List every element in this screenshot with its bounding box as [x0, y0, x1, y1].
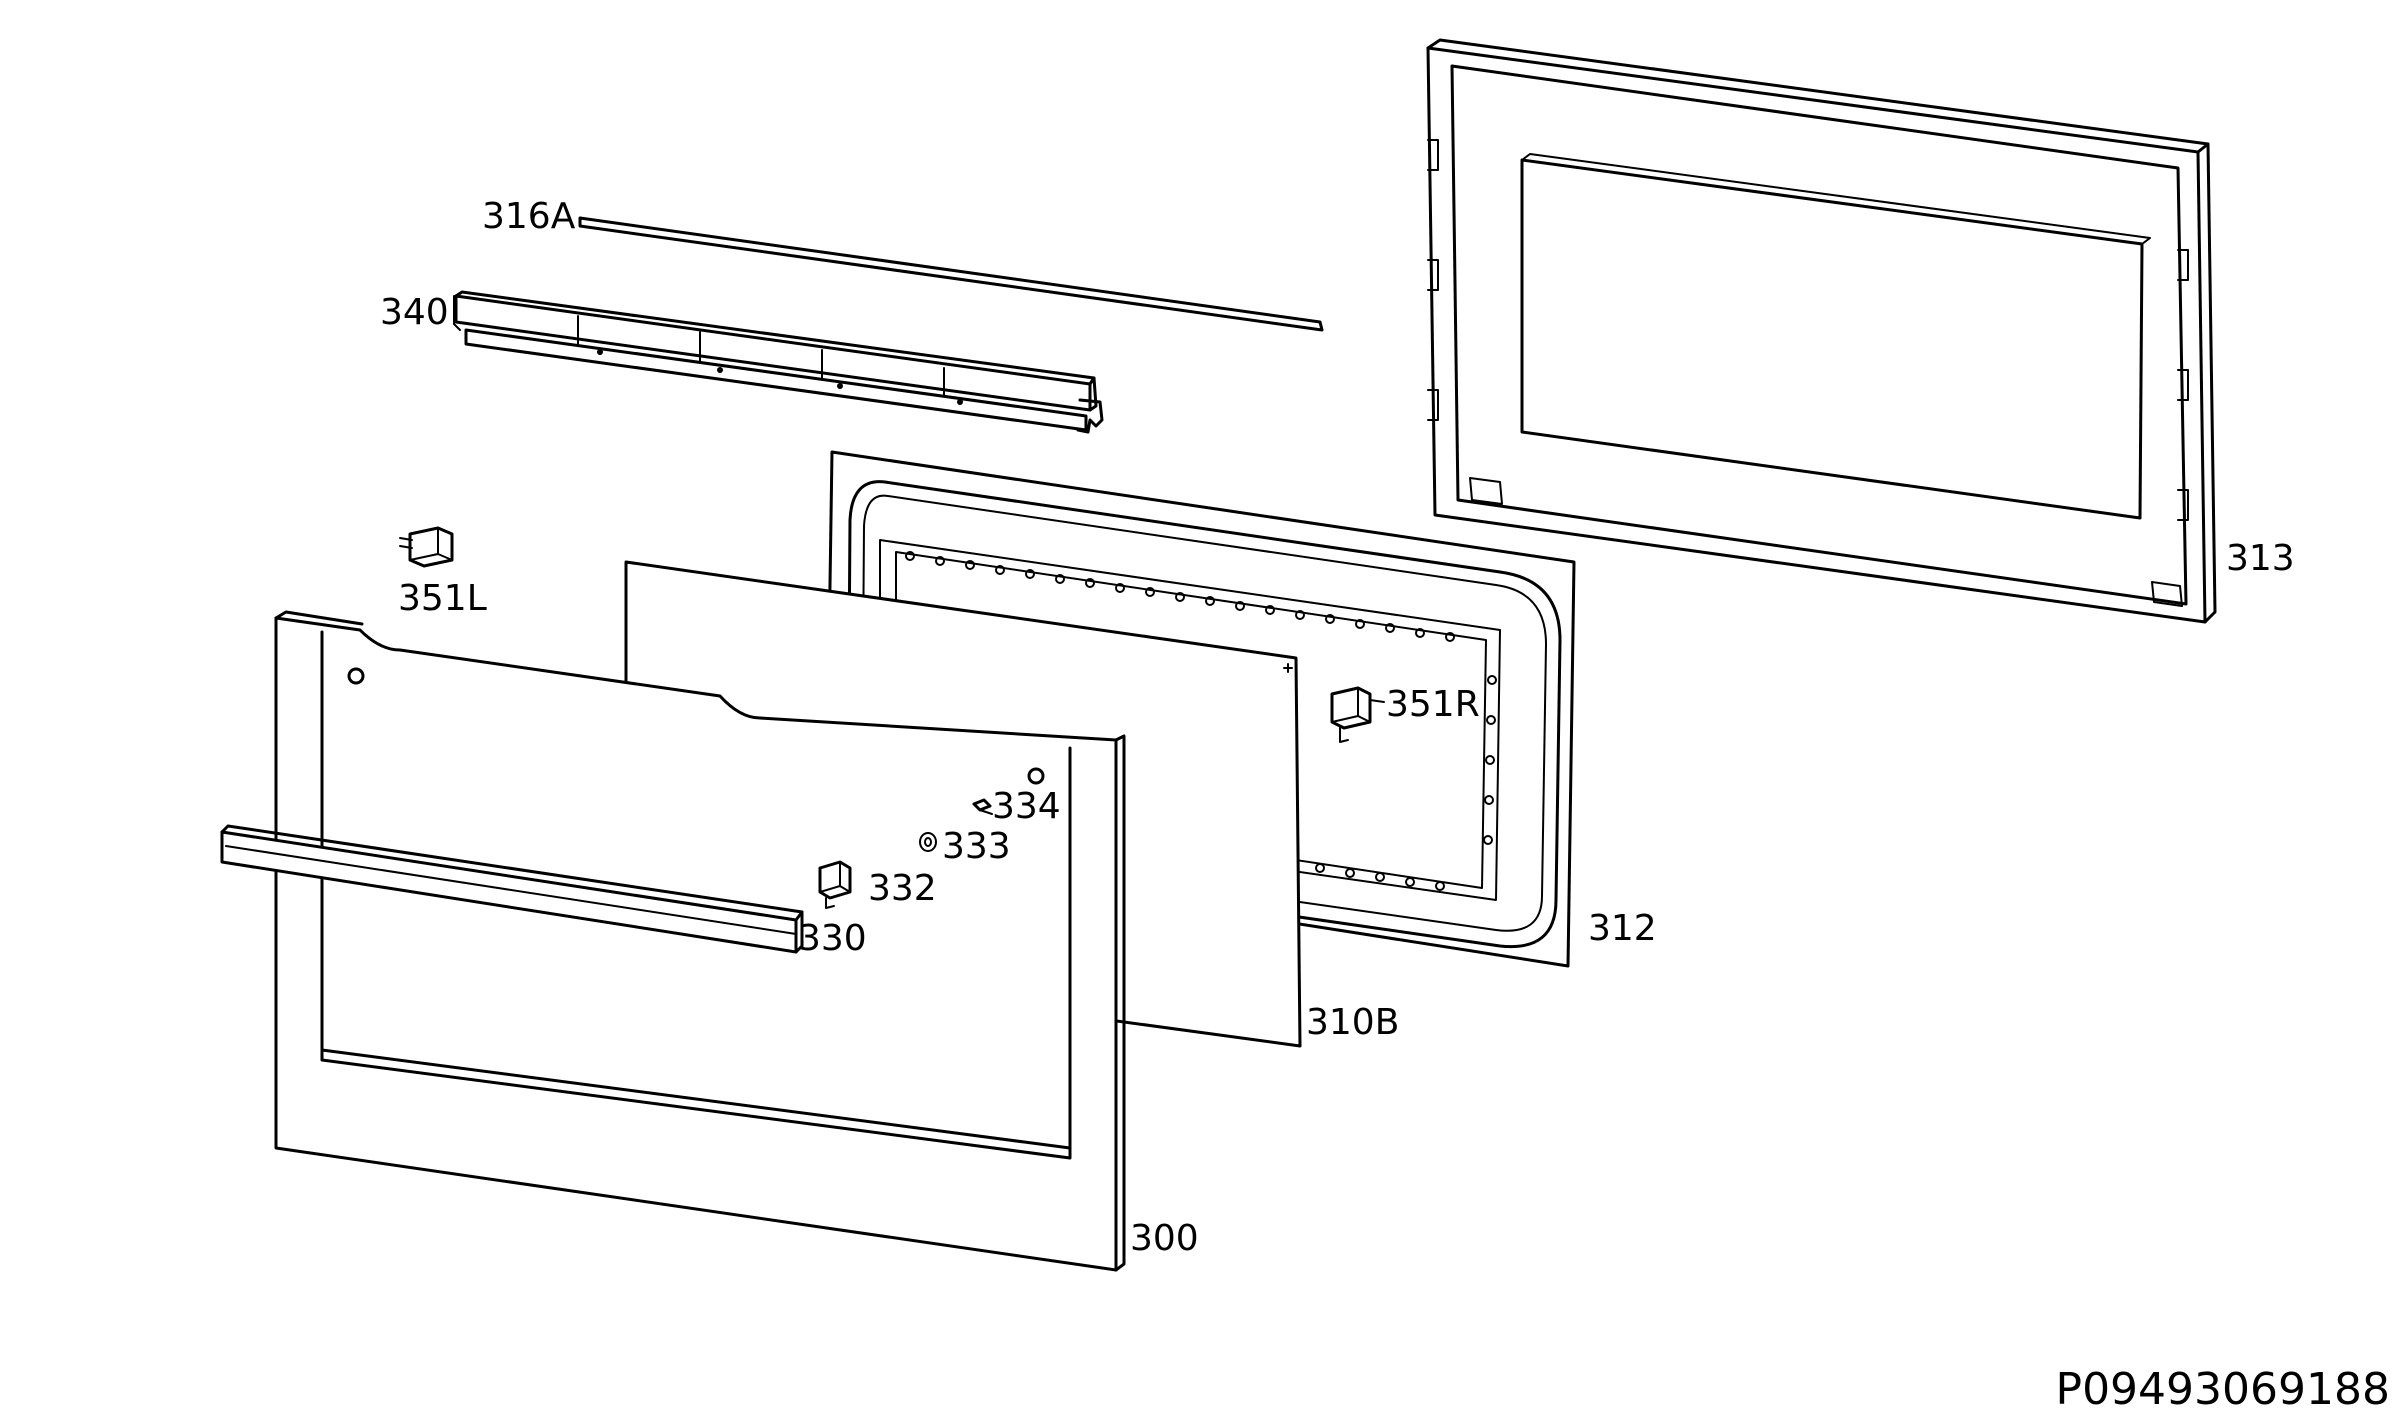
- label-351L: 351L: [398, 578, 487, 619]
- part-333-washer: [919, 832, 937, 852]
- label-330: 330: [798, 918, 867, 959]
- label-313: 313: [2226, 538, 2295, 579]
- part-330-handle: [220, 824, 804, 954]
- part-316A-rod: [578, 216, 1324, 332]
- part-300-front-door: [274, 610, 1126, 1272]
- label-332: 332: [868, 868, 937, 909]
- label-310B: 310B: [1306, 1002, 1399, 1043]
- part-351L-left-bracket: [399, 526, 454, 568]
- part-332-clip: [818, 860, 852, 909]
- gasket-clip-row: [905, 551, 1497, 891]
- label-340: 340: [380, 292, 449, 333]
- label-312: 312: [1588, 908, 1657, 949]
- label-333: 333: [942, 826, 1011, 867]
- drawing-code: P09493069188: [2056, 1364, 2390, 1413]
- label-316A: 316A: [482, 196, 576, 237]
- label-351R: 351R: [1386, 684, 1480, 725]
- part-334-screw: [972, 798, 993, 815]
- part-340-deflector: [453, 290, 1104, 434]
- part-351R-right-bracket: [1330, 686, 1385, 743]
- part-313-rear-frame: [1426, 38, 2217, 624]
- label-334: 334: [992, 786, 1061, 827]
- label-300: 300: [1130, 1218, 1199, 1259]
